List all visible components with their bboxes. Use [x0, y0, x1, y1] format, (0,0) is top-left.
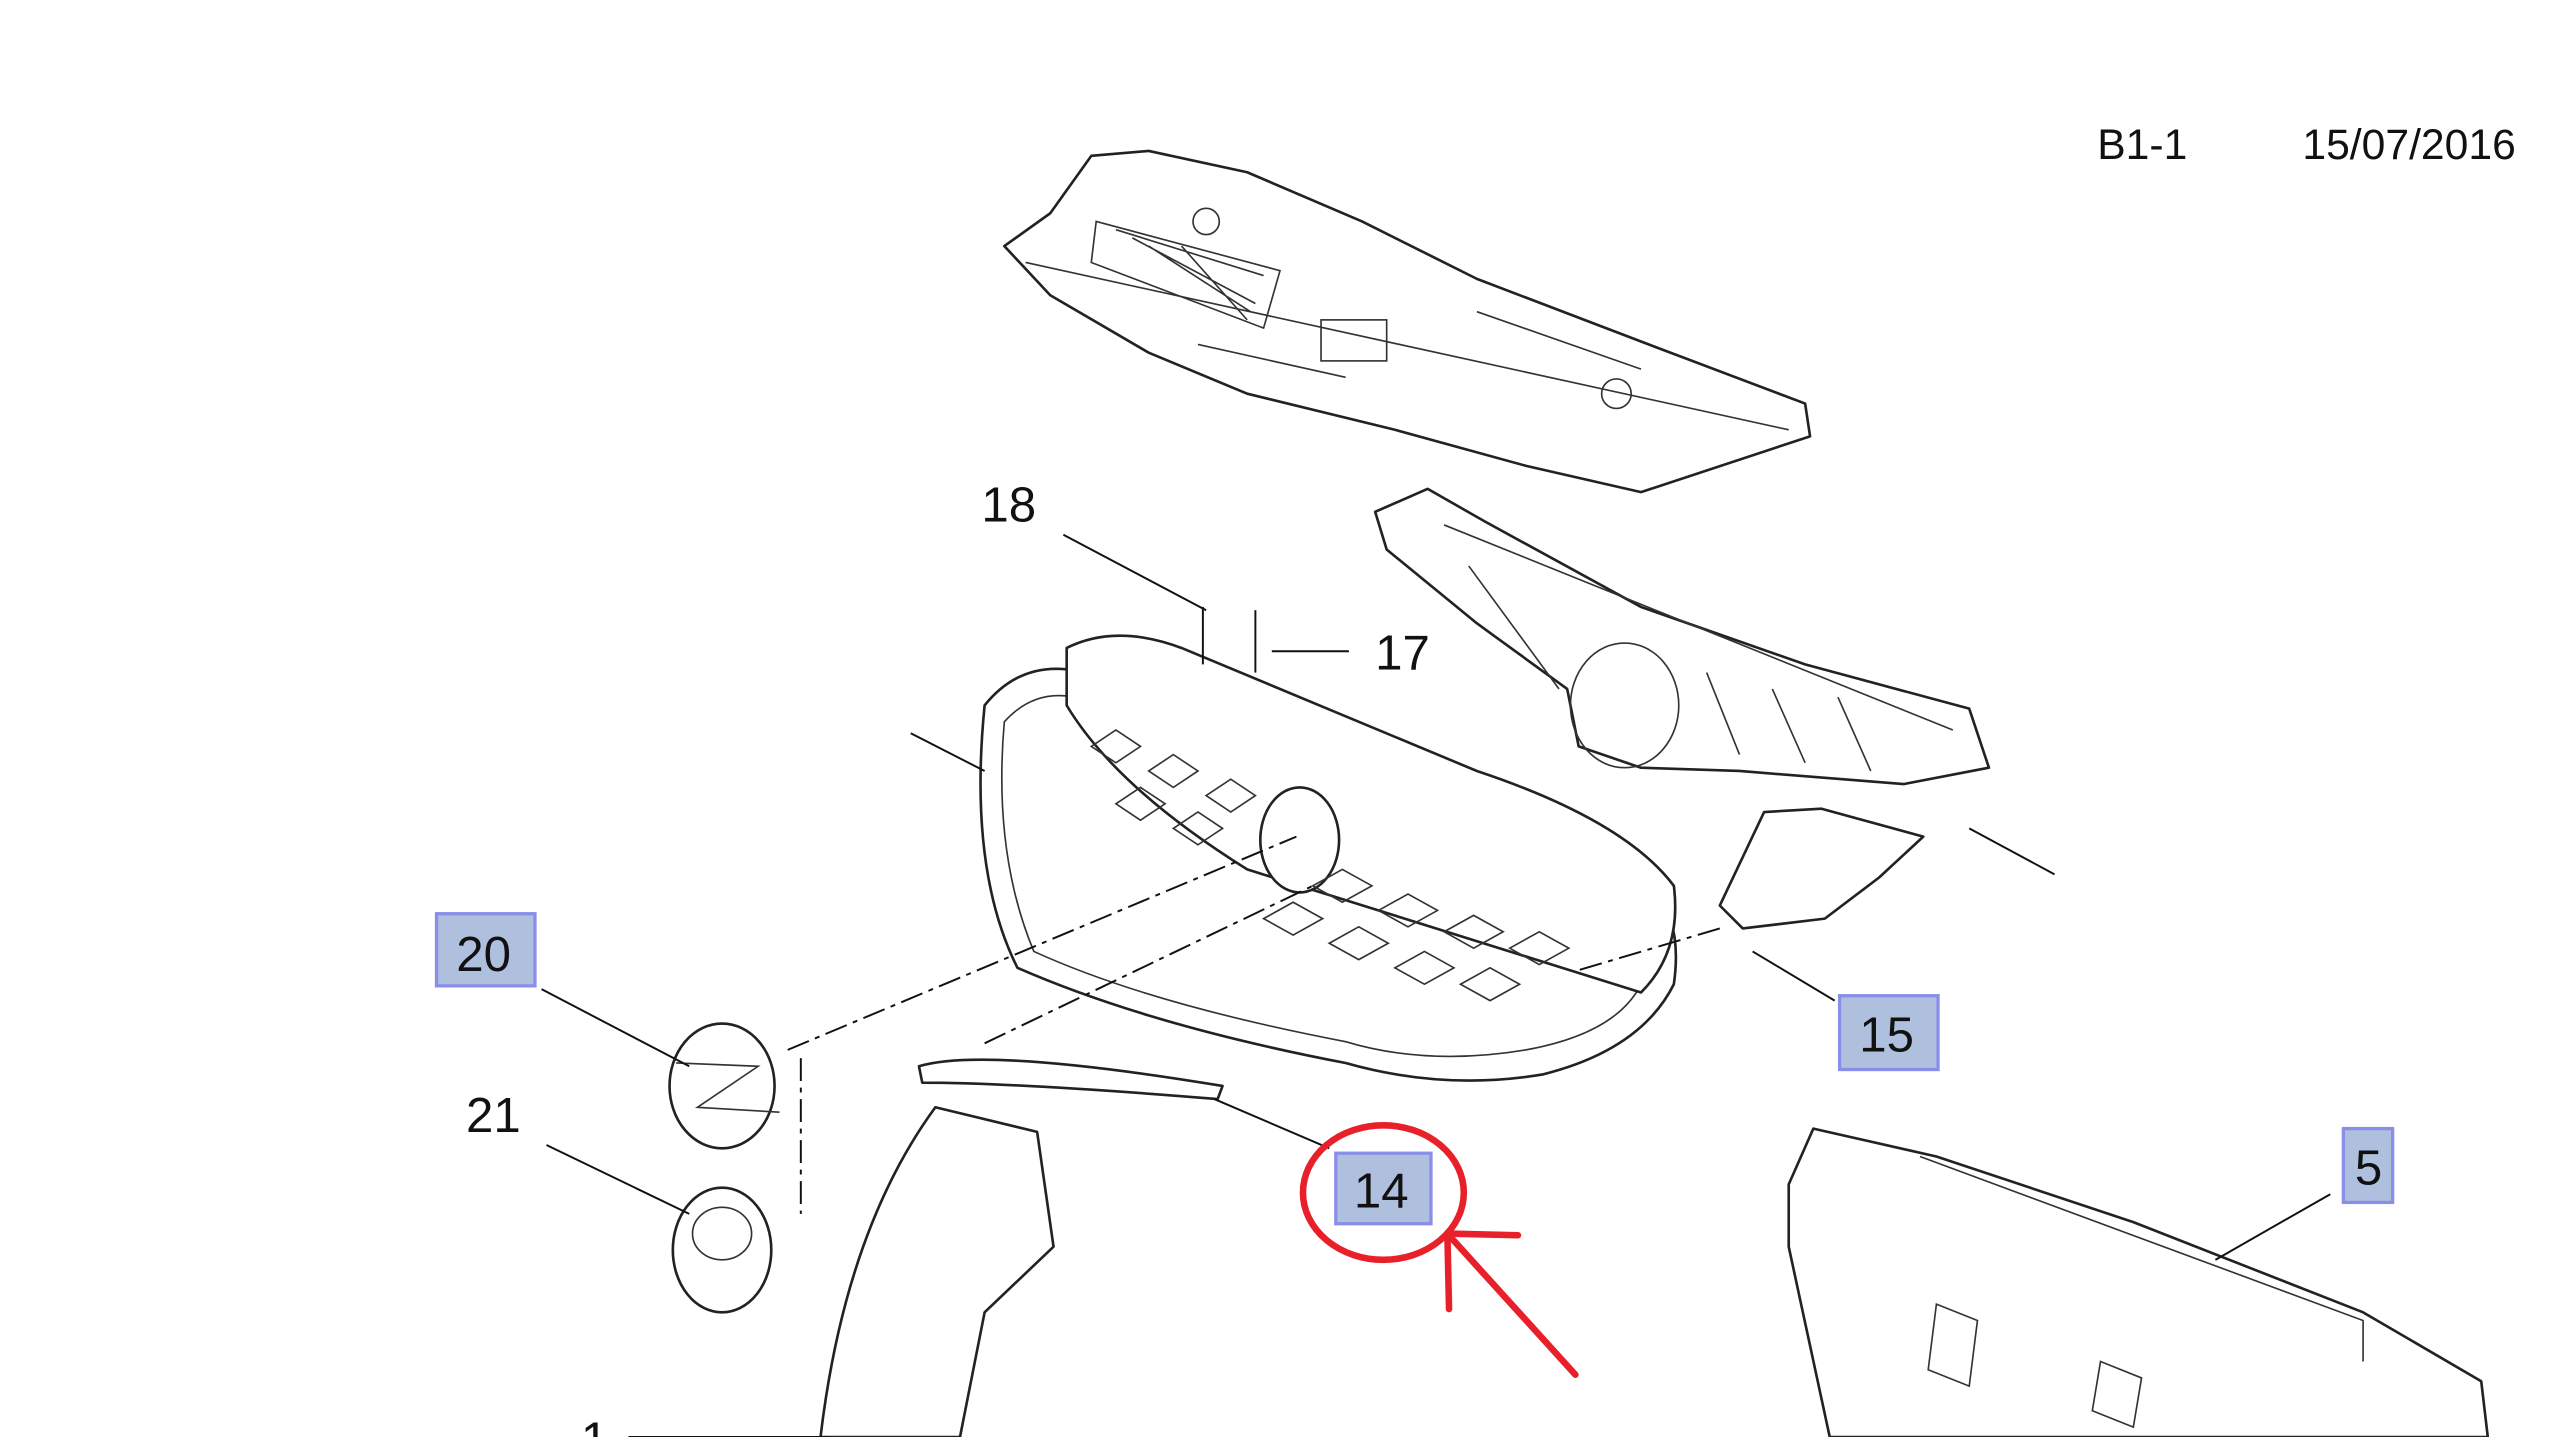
absorber-part-5 [1787, 1127, 2490, 1437]
callout-14[interactable]: 14 [1334, 1151, 1433, 1226]
leader-lines [541, 533, 2331, 1437]
callout-5-label: 5 [2355, 1140, 2382, 1195]
diagram-date: 15/07/2016 [2302, 121, 2515, 169]
page-reference: B1-1 [2097, 121, 2187, 169]
grille-support-bracket [1373, 487, 1991, 786]
callout-1: 1 [581, 1413, 608, 1437]
grille-trim-strip-part-14 [917, 1058, 1224, 1101]
side-bracket-part-15 [1718, 807, 1925, 930]
bumper-part-1 [819, 1105, 1055, 1437]
red-annotation-circle-arrow [1299, 1122, 1579, 1378]
callout-18: 18 [981, 478, 1036, 533]
callout-15[interactable]: 15 [1837, 994, 1940, 1072]
callout-20-label: 20 [456, 927, 511, 982]
callout-17: 17 [1375, 625, 1430, 680]
callout-15-label: 15 [1859, 1008, 1914, 1063]
callout-14-label: 14 [1354, 1163, 1409, 1218]
callout-5[interactable]: 5 [2341, 1126, 2395, 1205]
callout-21: 21 [466, 1088, 521, 1143]
emblem-part-21 [671, 1186, 773, 1314]
callout-20[interactable]: 20 [434, 912, 537, 988]
radiator-grille [979, 634, 1678, 1082]
emblem-part-20 [668, 1022, 780, 1150]
upper-shroud-panel [1002, 149, 1812, 494]
